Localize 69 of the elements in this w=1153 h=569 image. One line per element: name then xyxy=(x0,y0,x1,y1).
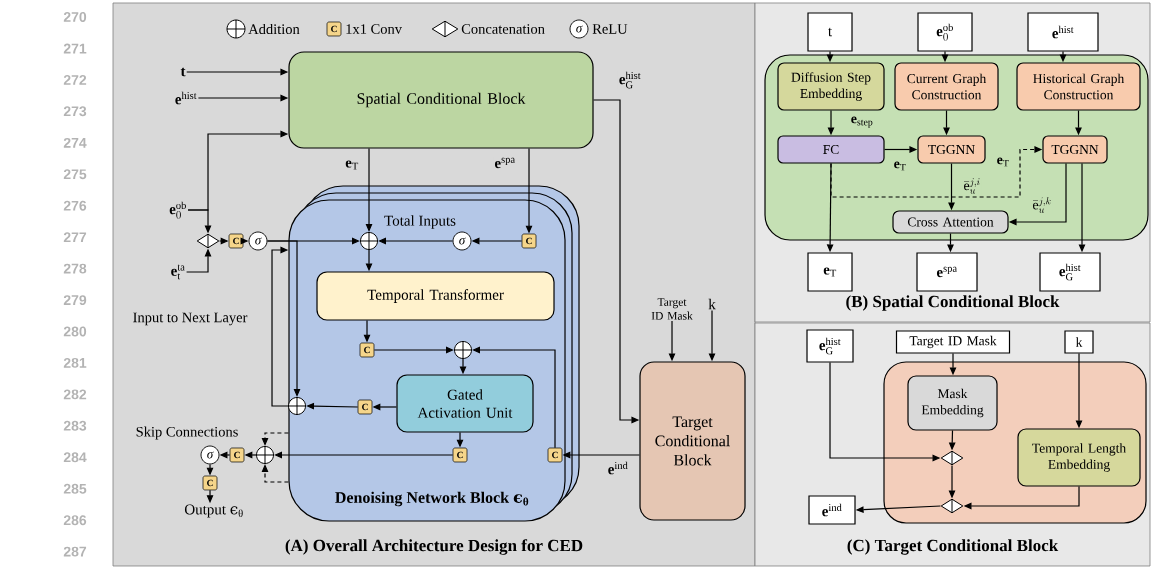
addition-symbol xyxy=(454,341,472,359)
process-box: TGGNN xyxy=(917,135,986,164)
block-box: Spatial Conditional Block xyxy=(288,51,594,149)
concatenation-symbol xyxy=(940,498,964,514)
output-box: $\mathbf{e}_{\mathrm{T}}$ xyxy=(807,252,853,292)
process-box: Gated Activation Unit xyxy=(396,374,534,433)
annotation-text: Skip Connections xyxy=(136,426,238,440)
process-box: TGGNN xyxy=(1042,135,1108,164)
legend-label: 1x1 Conv xyxy=(346,24,402,34)
input-box: $\mathbf{e}_{\mathrm{G}}^{\mathrm{hist}}$ xyxy=(806,329,854,363)
process-box: FC xyxy=(777,135,885,164)
concatenation-symbol xyxy=(196,233,220,249)
annotation-text: Total Inputs xyxy=(384,215,456,229)
line-number: 283 xyxy=(63,420,87,431)
edge-label: $\bar{\mathrm{e}}_{u}^{j,i}$ xyxy=(962,177,982,195)
process-box: Mask Embedding xyxy=(907,375,998,431)
line-number: 271 xyxy=(63,43,87,54)
arrow xyxy=(373,346,454,354)
line-number: 273 xyxy=(63,106,87,117)
addition-symbol xyxy=(256,446,274,464)
line-number: 272 xyxy=(63,75,87,85)
concatenation-symbol xyxy=(940,450,964,466)
input-label: $\mathbf{t}$ xyxy=(180,67,186,77)
edge-label: $\mathbf{e}_{\mathrm{T}}$ xyxy=(995,156,1011,168)
input-label: $\mathbf{e}_{0}^{\mathrm{ob}}$ xyxy=(169,201,186,219)
edge-label: $\mathbf{e}_{\mathrm{T}}$ xyxy=(892,160,908,172)
process-box: Cross Attention xyxy=(892,210,1009,234)
line-number: 278 xyxy=(63,263,87,274)
annotation-text: Input to Next Layer xyxy=(133,312,248,326)
line-number: 281 xyxy=(63,357,87,368)
line-number: 284 xyxy=(63,452,87,463)
line-number: 274 xyxy=(63,137,87,148)
input-box: $\mathbf{e}_{0}^{\mathrm{ob}}$ xyxy=(917,12,973,52)
input-box: $\mathbf{e}^{\mathrm{hist}}$ xyxy=(1027,12,1099,52)
arrow xyxy=(271,246,289,407)
legend-label: Concatenation xyxy=(461,24,545,34)
line-number: 270 xyxy=(63,12,87,22)
input-label: Target ID Mask xyxy=(651,298,693,320)
output-label: Output ϵ$_{θ}$ xyxy=(184,504,243,518)
edge-label: $\bar{\mathrm{e}}_{u}^{j,k}$ xyxy=(1031,196,1053,214)
input-box: k xyxy=(1064,330,1094,354)
line-number: 286 xyxy=(63,515,87,526)
line-number: 282 xyxy=(63,389,87,400)
edge-label: $\mathbf{e}_{\mathrm{T}}$ xyxy=(344,159,360,171)
legend-label: ReLU xyxy=(592,24,628,34)
line-number: 279 xyxy=(63,295,87,306)
addition-symbol xyxy=(288,397,306,415)
line-number: 276 xyxy=(63,200,87,211)
output-box: $\mathbf{e}_{\mathrm{G}}^{\mathrm{hist}}$ xyxy=(1039,252,1101,292)
process-box: Temporal Length Embedding xyxy=(1017,428,1141,487)
line-number: 277 xyxy=(63,232,87,243)
input-label: $\mathbf{e}^{\mathrm{hist}}$ xyxy=(175,91,197,105)
line-number: 275 xyxy=(63,169,87,180)
process-box: Historical Graph Construction xyxy=(1016,62,1141,111)
input-box: Target ID Mask xyxy=(895,330,1011,354)
legend-label: Addition xyxy=(248,23,300,35)
line-number: 280 xyxy=(63,326,87,337)
input-label: k xyxy=(708,298,716,310)
output-box: $\mathbf{e}^{\mathrm{ind}}$ xyxy=(808,495,856,525)
line-number: 285 xyxy=(63,483,87,494)
input-label: $\mathbf{e}_{\mathrm{t}}^{\mathrm{ta}}$ xyxy=(171,264,185,280)
addition-symbol xyxy=(360,232,378,250)
block-box: Target Conditional Block xyxy=(639,361,746,521)
output-box: $\mathbf{e}^{\mathrm{spa}}$ xyxy=(916,252,978,292)
line-number: 287 xyxy=(63,546,87,557)
process-box: Temporal Transformer xyxy=(316,271,555,321)
process-box: Diffusion Step Embedding xyxy=(777,62,885,111)
process-box: Current Graph Construction xyxy=(894,62,999,111)
input-box: t xyxy=(807,12,853,52)
